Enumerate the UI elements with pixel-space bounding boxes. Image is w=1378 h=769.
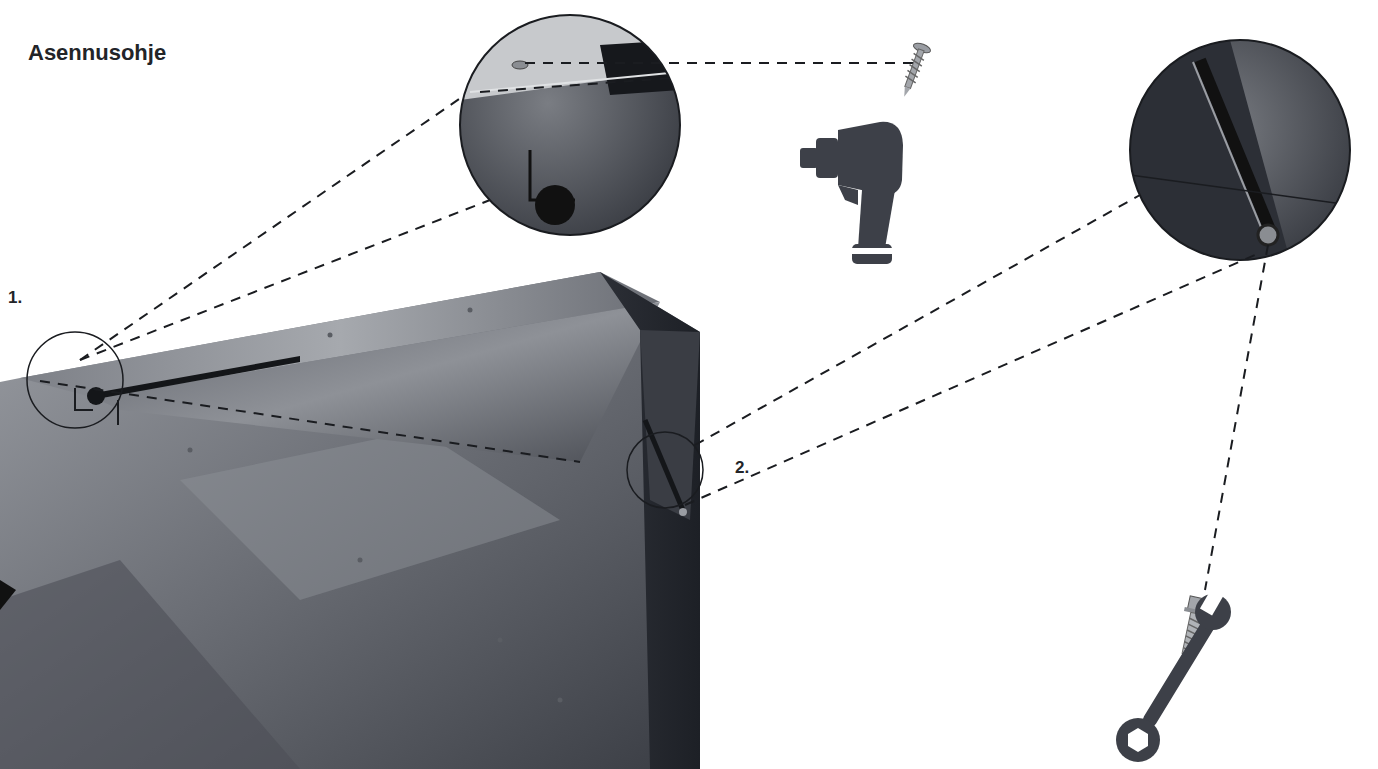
- screw-symbol: [896, 41, 932, 100]
- side-face: [1130, 40, 1290, 260]
- flashing-illustration: [0, 272, 703, 769]
- leader-dashed: [80, 200, 490, 360]
- end-fold-inner: [640, 330, 700, 520]
- detail-background: [1130, 40, 1350, 260]
- detail-view: [80, 15, 915, 360]
- groove: [1200, 60, 1270, 230]
- leader-dashed: [1205, 245, 1268, 590]
- drill-symbol: [800, 122, 903, 264]
- end-fold: [600, 272, 700, 769]
- leader-dashed: [480, 78, 672, 92]
- angled-flashing: [95, 302, 660, 462]
- leader-dashed: [685, 255, 1255, 505]
- detail-view: [685, 40, 1350, 590]
- top-plate-detail: [460, 15, 680, 100]
- channel-detail: [600, 40, 680, 95]
- detail-marker: [627, 432, 703, 508]
- leader-dashed: [695, 195, 1140, 445]
- leader-dashed: [80, 95, 465, 360]
- groove-edge: [1193, 62, 1263, 232]
- leader-dashed: [525, 62, 915, 64]
- detail-circle: [1130, 40, 1350, 260]
- bolt-head: [679, 508, 687, 516]
- hole: [535, 185, 575, 225]
- callout-number: 1.: [8, 288, 22, 308]
- wall-panel: [180, 430, 560, 600]
- detail-marker: [27, 332, 123, 428]
- wrench-symbol: [1116, 586, 1231, 762]
- wall-face: [0, 272, 700, 769]
- channel-groove: [100, 356, 300, 398]
- screw-dots: [188, 308, 563, 703]
- wall-panel: [0, 560, 300, 769]
- callout-number: 2.: [735, 458, 749, 478]
- edge-line: [470, 72, 680, 92]
- detail-background: [460, 15, 680, 235]
- wall-edge: [0, 580, 16, 610]
- detail-circle: [460, 15, 680, 235]
- bracket: [75, 388, 118, 425]
- bolt-head: [1258, 225, 1278, 245]
- diagram-title: Asennusohje: [28, 40, 166, 66]
- seam: [1130, 175, 1350, 205]
